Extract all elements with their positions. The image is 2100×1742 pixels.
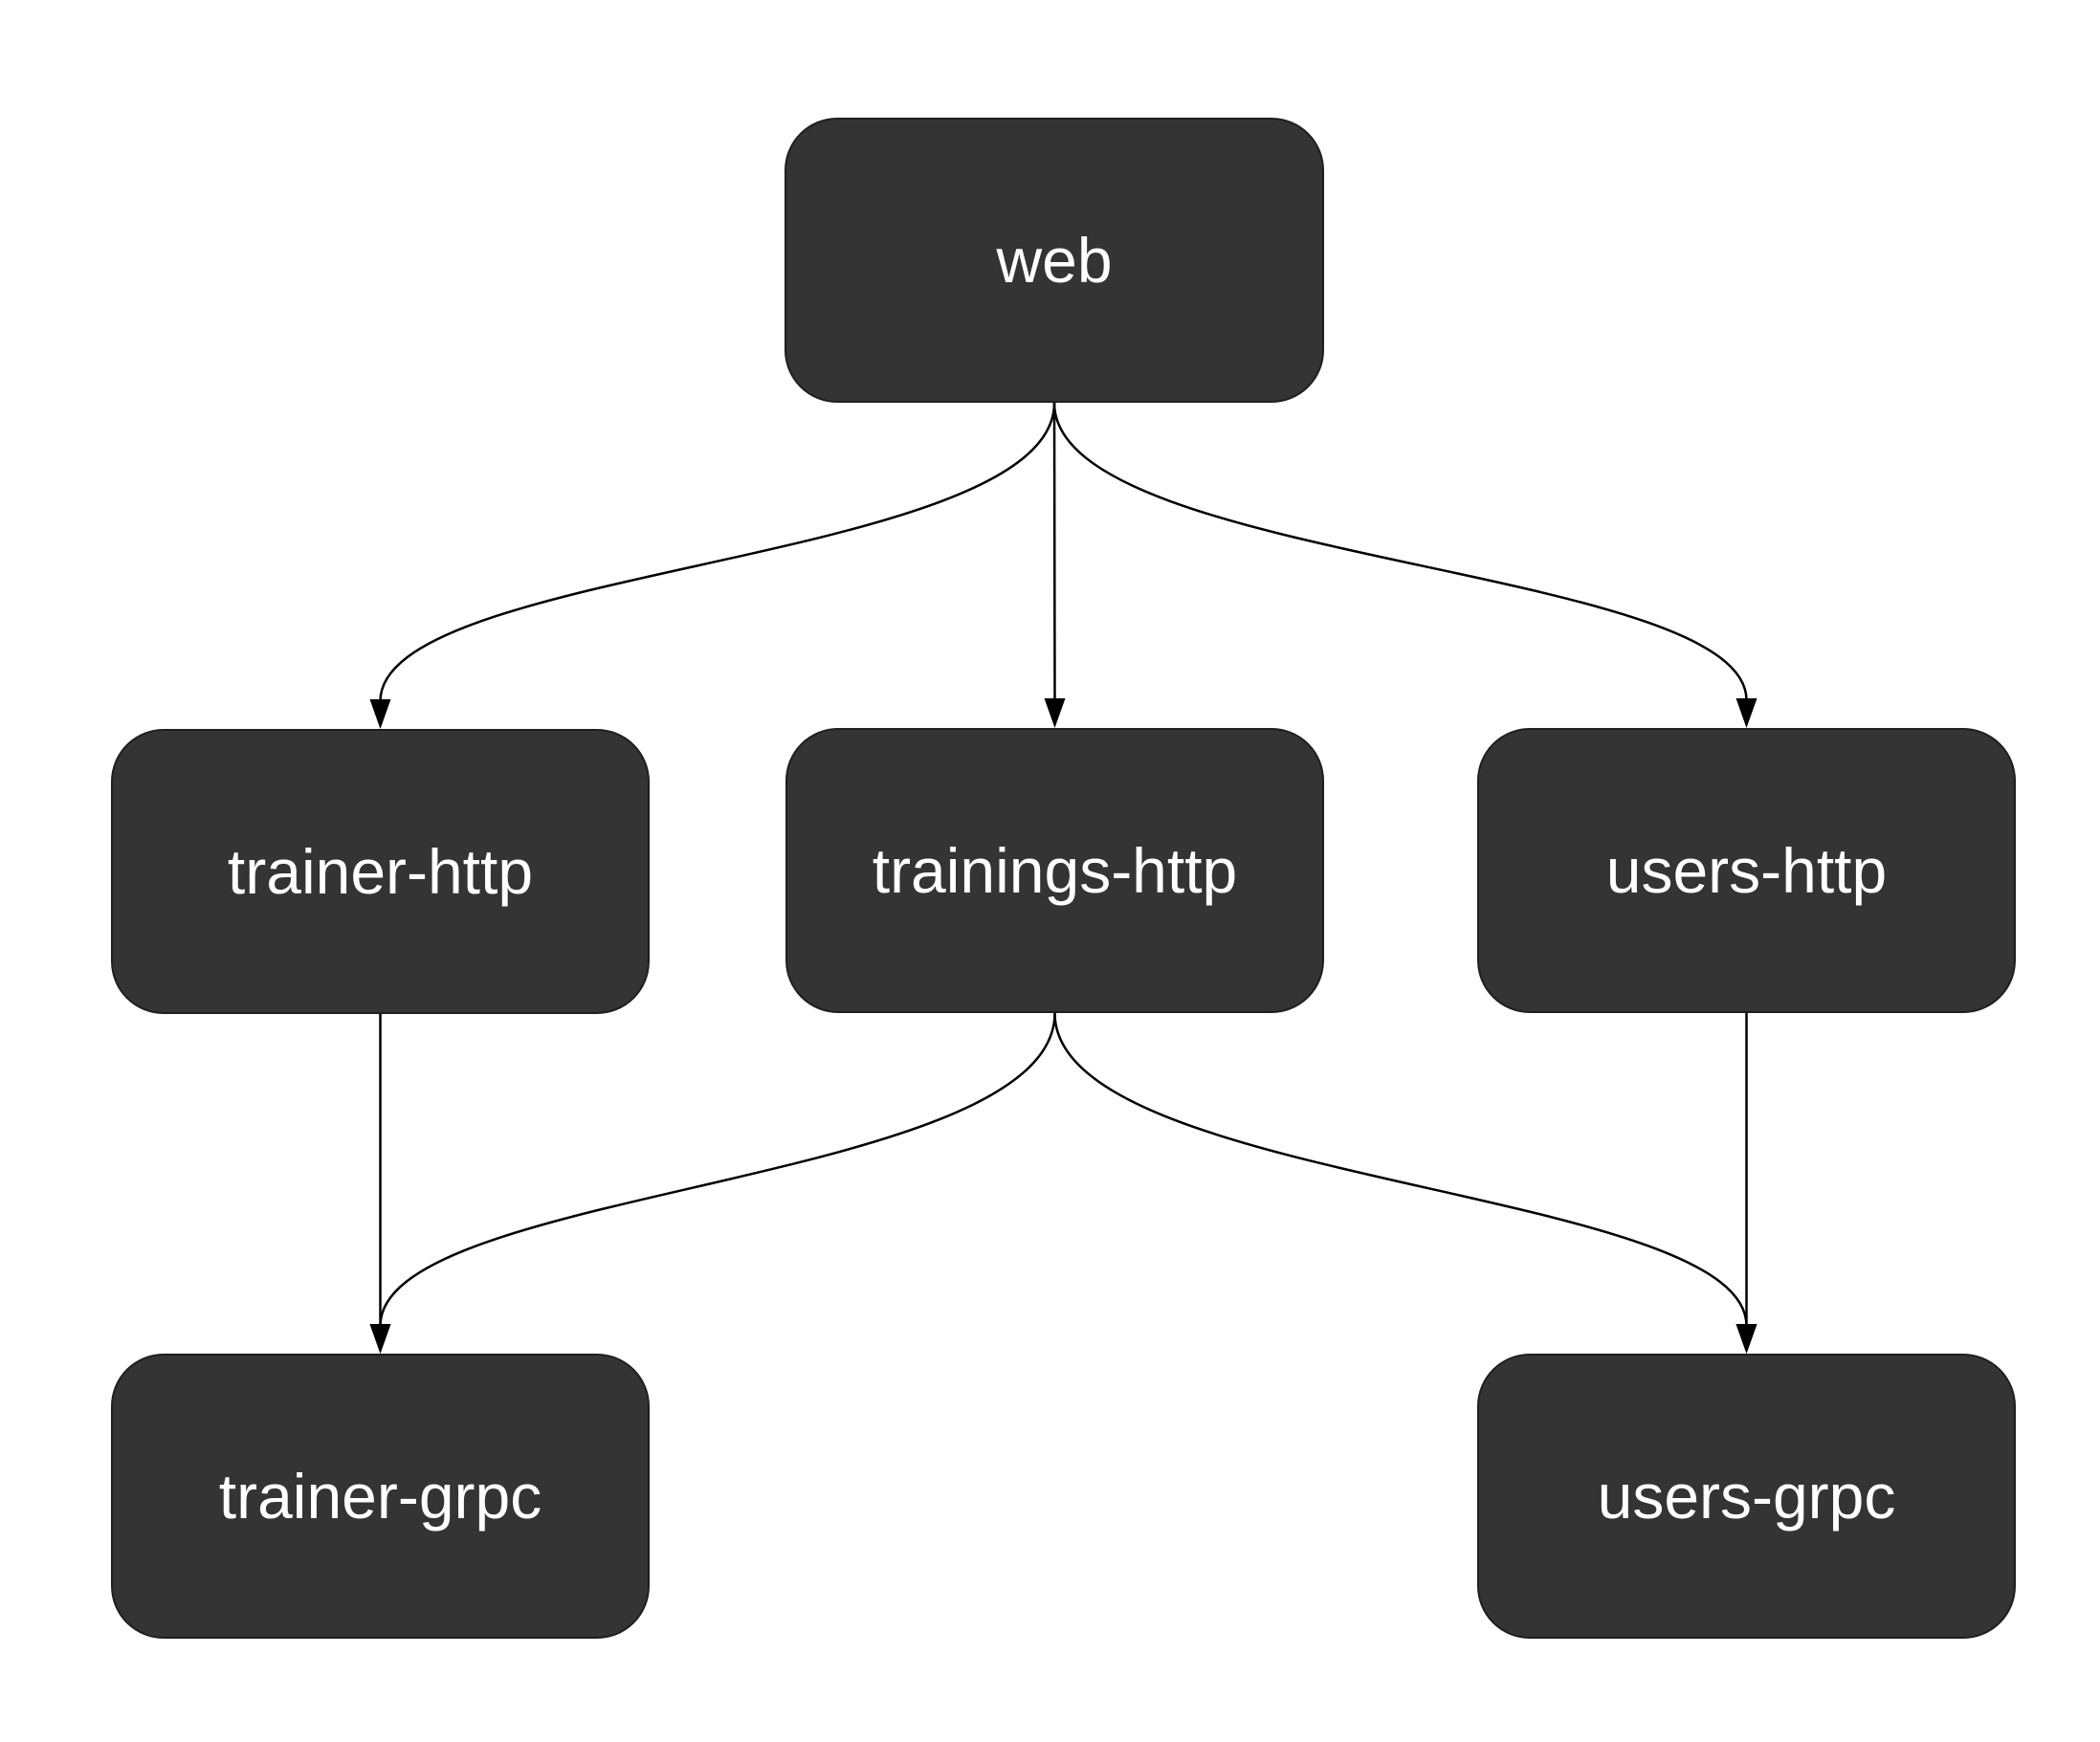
edge-trainings-http-to-users-grpc [1053, 1012, 1757, 1354]
edge-users-http-to-users-grpc [1735, 1013, 1757, 1354]
node-users-grpc-label: users-grpc [1597, 1461, 1896, 1532]
node-web-label: web [996, 225, 1113, 296]
arrowhead-icon [369, 699, 391, 729]
node-users-grpc: users-grpc [1477, 1354, 2016, 1639]
edge-trainings-http-to-trainer-grpc [369, 1012, 1056, 1354]
node-trainings-http-label: trainings-http [872, 835, 1238, 906]
edge-line [1052, 402, 1748, 701]
node-users-http: users-http [1477, 728, 2016, 1013]
arrowhead-icon [1735, 698, 1757, 728]
arrowhead-icon [369, 1324, 391, 1354]
edge-web-to-users-http [1052, 402, 1757, 728]
node-trainer-http: trainer-http [111, 729, 650, 1014]
edge-line [1053, 1012, 1748, 1327]
edge-line [379, 402, 1056, 702]
node-trainings-http: trainings-http [785, 728, 1324, 1013]
node-trainer-http-label: trainer-http [227, 836, 534, 907]
node-trainer-grpc-label: trainer-grpc [218, 1461, 542, 1532]
arrowhead-icon [1735, 1324, 1757, 1354]
edge-line [1052, 402, 1056, 701]
node-web: web [785, 118, 1324, 403]
node-trainer-grpc: trainer-grpc [111, 1354, 650, 1639]
node-users-http-label: users-http [1605, 835, 1888, 906]
edge-web-to-trainer-http [369, 402, 1056, 729]
arrowhead-icon [1044, 698, 1066, 728]
edge-line [379, 1012, 1056, 1327]
edge-web-to-trainings-http [1044, 402, 1066, 728]
